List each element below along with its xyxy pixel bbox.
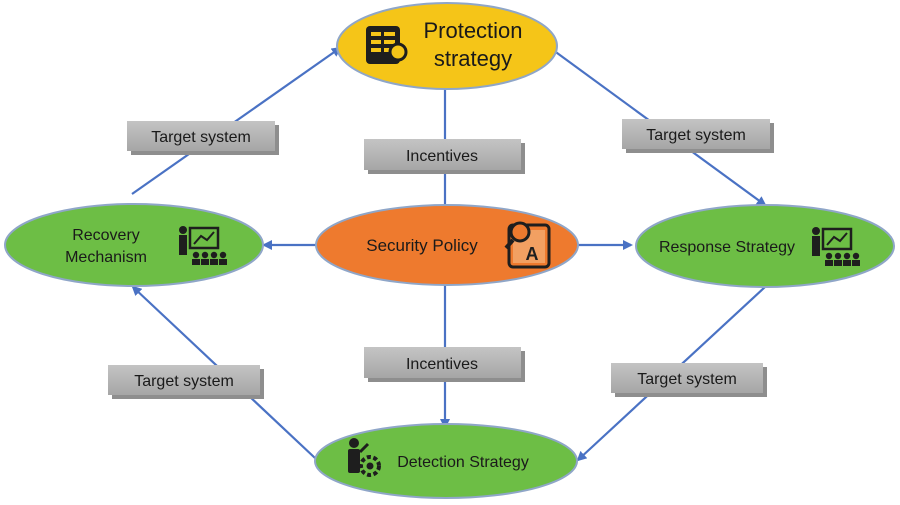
label-target-top-right: Target system bbox=[646, 127, 746, 144]
protection-label-line2: strategy bbox=[434, 46, 512, 71]
strategy-document-icon bbox=[366, 26, 408, 64]
svg-text:A: A bbox=[526, 244, 539, 264]
presentation-audience-icon bbox=[179, 226, 227, 265]
node-security-policy: Security Policy A bbox=[315, 204, 579, 286]
node-detection-strategy: Detection Strategy bbox=[314, 423, 578, 499]
person-gear-icon bbox=[348, 438, 381, 477]
presentation-audience-icon bbox=[812, 227, 860, 266]
label-incentives-bottom: Incentives bbox=[406, 356, 478, 373]
label-box-target-bottom-right: Target system bbox=[611, 363, 767, 397]
label-box-incentives-top: Incentives bbox=[364, 139, 525, 174]
label-box-target-bottom-left: Target system bbox=[108, 365, 264, 399]
label-target-bottom-right: Target system bbox=[637, 371, 737, 388]
response-strategy-label: Response Strategy bbox=[659, 239, 795, 256]
recovery-label-line1: Recovery bbox=[72, 227, 140, 244]
label-box-target-top-left: Target system bbox=[127, 121, 279, 155]
detection-strategy-label: Detection Strategy bbox=[397, 454, 529, 471]
node-recovery-mechanism: Recovery Mechanism bbox=[4, 203, 264, 287]
label-box-incentives-bottom: Incentives bbox=[364, 347, 525, 382]
policy-search-icon: A bbox=[504, 221, 551, 269]
security-policy-label: Security Policy bbox=[366, 236, 478, 255]
node-response-strategy: Response Strategy bbox=[635, 204, 895, 288]
label-incentives-top: Incentives bbox=[406, 148, 478, 165]
protection-label-line1: Protection bbox=[423, 18, 522, 43]
label-target-top-left: Target system bbox=[151, 129, 251, 146]
recovery-label-line2: Mechanism bbox=[65, 249, 147, 266]
label-box-target-top-right: Target system bbox=[622, 119, 774, 153]
node-protection-strategy: Protection strategy bbox=[336, 2, 558, 90]
label-target-bottom-left: Target system bbox=[134, 373, 234, 390]
